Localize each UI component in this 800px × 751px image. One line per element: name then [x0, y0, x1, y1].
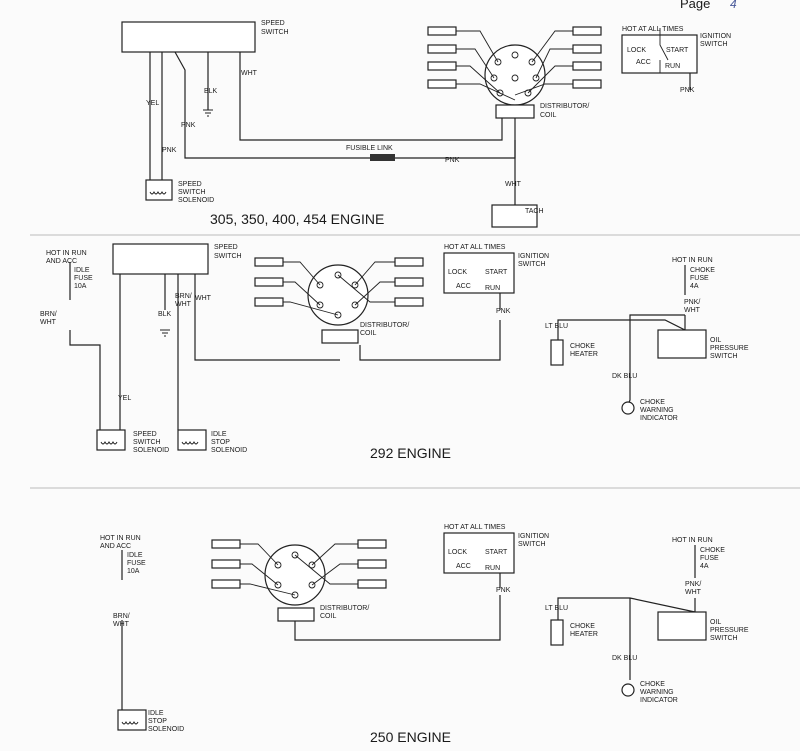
wire-label-lt-blu: LT BLU	[545, 323, 568, 330]
lock-label: LOCK	[448, 549, 467, 556]
acc-label: ACC	[456, 283, 471, 290]
start-label: START	[485, 269, 508, 276]
wire-label-wht: WHT	[195, 295, 212, 302]
page-label: Page	[680, 0, 710, 11]
section-title: 250 ENGINE	[370, 729, 451, 745]
start-label: START	[666, 47, 689, 54]
wire-label-pnk: PNK	[162, 147, 177, 154]
hot-at-all-times-label: HOT AT ALL TIMES	[444, 524, 506, 531]
idle-stop-solenoid	[117, 709, 147, 731]
wire-label-brn-wht: BRN/WHT	[113, 613, 130, 628]
hot-in-run-label: HOT IN RUN	[672, 537, 713, 544]
wire-label-pnk: PNK	[496, 308, 511, 315]
tach	[491, 204, 538, 228]
section-title: 292 ENGINE	[370, 445, 451, 461]
hot-at-all-times-label: HOT AT ALL TIMES	[622, 26, 684, 33]
wire-label-dk-blu: DK BLU	[612, 655, 637, 662]
page-number-handwritten: 4	[730, 0, 737, 11]
wire-label-pnk-wht: PNK/WHT	[684, 299, 701, 314]
wire-label-lt-blu: LT BLU	[545, 605, 568, 612]
wire-label-wht: WHT	[241, 70, 258, 77]
wire-label-pnk-wht: PNK/WHT	[685, 581, 702, 596]
distributor-coil-label: DISTRIBUTOR/COIL	[360, 322, 409, 337]
wire-label-brn-wht: BRN/WHT	[175, 293, 192, 308]
idle-stop-solenoid	[177, 429, 207, 451]
oil-pressure-switch	[657, 329, 707, 359]
hot-at-all-times-label: HOT AT ALL TIMES	[444, 244, 506, 251]
section-title: 305, 350, 400, 454 ENGINE	[210, 211, 384, 227]
speed-switch	[112, 243, 209, 275]
wire-label-wht: WHT	[505, 181, 522, 188]
fusible-link-label: FUSIBLE LINK	[346, 145, 393, 152]
fusible-link	[370, 154, 395, 161]
lock-label: LOCK	[448, 269, 467, 276]
ignition-switch	[621, 34, 698, 74]
wire-label-pnk: PNK	[445, 157, 460, 164]
speed-switch	[121, 21, 256, 53]
wire-label-pnk: PNK	[496, 587, 511, 594]
distributor-coil	[254, 257, 424, 344]
wire-label-dk-blu: DK BLU	[612, 373, 637, 380]
distributor-coil-label: DISTRIBUTOR/COIL	[540, 103, 589, 119]
distributor-coil-label: DISTRIBUTOR/COIL	[320, 605, 369, 620]
distributor-coil	[211, 539, 387, 622]
tach-label: TACH	[525, 208, 544, 215]
spark-plugs	[427, 26, 602, 101]
ignition-switch	[443, 532, 515, 574]
wire-label-yel: YEL	[146, 100, 159, 107]
run-label: RUN	[485, 565, 500, 572]
choke-warning-indicator	[621, 401, 635, 415]
speed-switch-solenoid	[96, 429, 126, 451]
acc-label: ACC	[456, 563, 471, 570]
wire-label-blk: BLK	[204, 88, 218, 95]
speed-switch-solenoid	[145, 179, 173, 201]
choke-warning-indicator	[621, 683, 635, 697]
start-label: START	[485, 549, 508, 556]
ignition-switch	[443, 252, 515, 294]
oil-pressure-switch	[657, 611, 707, 641]
run-label: RUN	[665, 63, 680, 70]
run-label: RUN	[485, 285, 500, 292]
distributor-coil	[484, 44, 546, 119]
wire-label-brn-wht: BRN/WHT	[40, 311, 57, 326]
wire-label-yel: YEL	[118, 395, 131, 402]
hot-in-run-label: HOT IN RUN	[672, 257, 713, 264]
choke-heater	[550, 339, 564, 366]
choke-heater	[550, 619, 564, 646]
acc-label: ACC	[636, 59, 651, 66]
lock-label: LOCK	[627, 47, 646, 54]
wire-label-pnk: PNK	[680, 87, 695, 94]
wire-label-blk: BLK	[158, 311, 172, 318]
wire-label-pnk: PNK	[181, 122, 196, 129]
